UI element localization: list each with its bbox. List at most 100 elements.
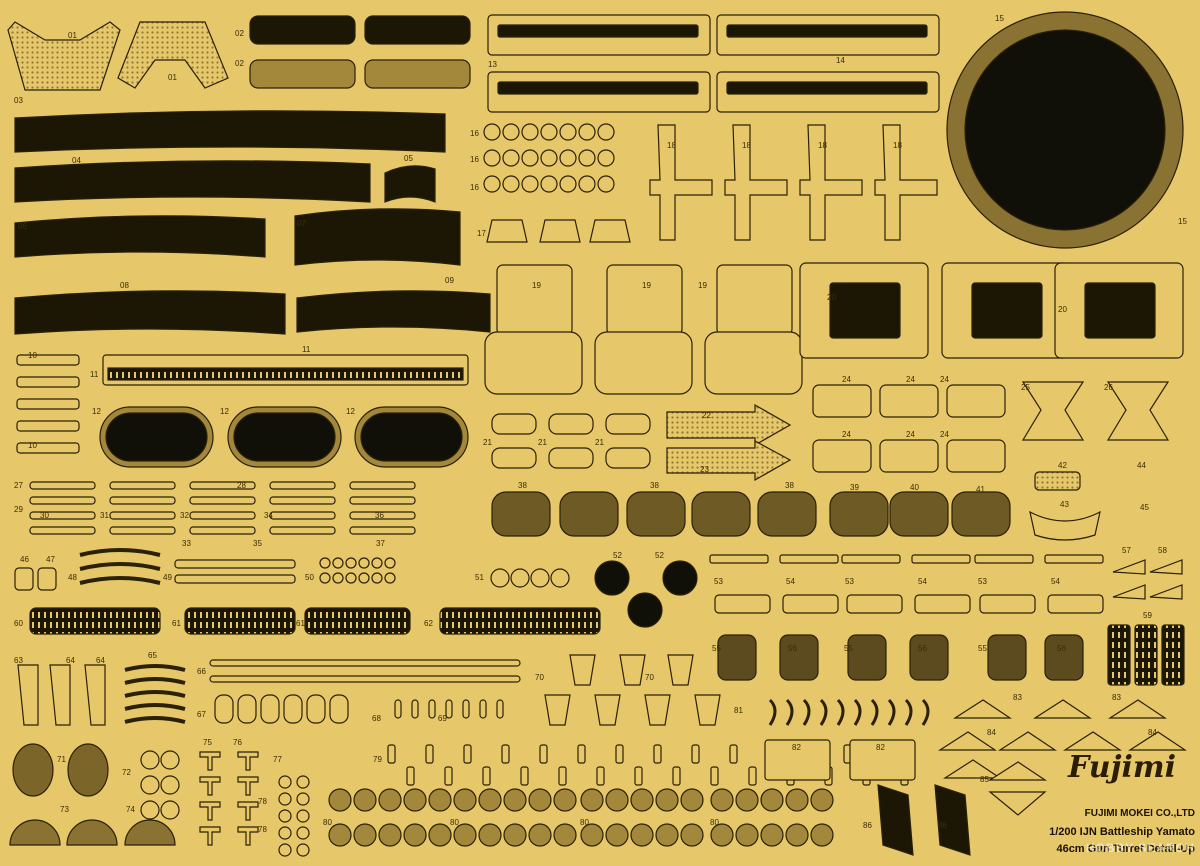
hook-part: [768, 698, 777, 726]
link-part: [16, 420, 80, 432]
wheel-part: [597, 123, 615, 141]
wheel-part: [559, 123, 577, 141]
road-wheel-part: [553, 788, 577, 812]
product-title: 1/200 IJN Battleship Yamato: [1049, 826, 1195, 838]
clip-part: [558, 766, 567, 786]
gun-mount-base-part: [714, 594, 771, 614]
part-number-53: 53: [978, 577, 987, 586]
road-wheel-part: [760, 788, 784, 812]
mg-part: [779, 634, 819, 681]
part-number-84: 84: [987, 728, 996, 737]
clip-part: [729, 744, 738, 764]
part-number-82: 82: [876, 743, 885, 752]
ladder-part: [304, 607, 411, 635]
part-number-54: 54: [1051, 577, 1060, 586]
part-number-24: 24: [906, 375, 915, 384]
part-number-24: 24: [842, 430, 851, 439]
hatch-part: [306, 694, 326, 724]
clip-part: [548, 413, 594, 435]
long-rail-part: [209, 659, 521, 667]
rail-part: [109, 496, 176, 505]
part-number-28: 28: [237, 481, 246, 490]
drum-part: [626, 491, 686, 537]
clip-part: [444, 766, 453, 786]
road-wheel-part: [453, 788, 477, 812]
dome-part: [124, 819, 176, 846]
road-wheel-part: [630, 823, 654, 847]
part-number-47: 47: [46, 555, 55, 564]
rail-part: [189, 526, 256, 535]
wheel-part: [540, 123, 558, 141]
part-number-37: 37: [376, 539, 385, 548]
ring-part: [964, 29, 1166, 231]
cross-part: [1106, 381, 1170, 441]
wheel-part: [559, 175, 577, 193]
disk-part: [550, 568, 570, 588]
road-wheel-part: [553, 823, 577, 847]
clip-part: [691, 744, 700, 764]
part-number-72: 72: [122, 768, 131, 777]
skirt-part: [294, 208, 461, 266]
part-number-52: 52: [655, 551, 664, 560]
washer-part: [278, 809, 292, 823]
crane-part: [649, 124, 713, 241]
brand-logo: Fujimi: [1068, 750, 1176, 785]
part-number-18: 18: [818, 141, 827, 150]
disk-part: [140, 800, 160, 820]
arc-part: [79, 576, 161, 585]
curved-rail-part: [124, 677, 186, 685]
part-number-19: 19: [642, 281, 651, 290]
clip-part: [491, 447, 537, 469]
part-number-11: 11: [90, 370, 99, 379]
plate-oval-part: [12, 743, 54, 797]
clip-part: [548, 447, 594, 469]
rail-part: [349, 496, 416, 505]
tri-plate-part: [1032, 699, 1092, 719]
slat-panel-part: [934, 784, 971, 856]
parts-group: [7, 11, 1187, 857]
vent-part: [644, 694, 671, 726]
part-number-27: 27: [14, 481, 23, 490]
truss-window-part: [829, 282, 901, 339]
rail-part: [349, 481, 416, 490]
ladder-part: [184, 607, 296, 635]
crane-part: [874, 124, 938, 241]
part-number-77: 77: [273, 755, 282, 764]
arc-part: [79, 548, 161, 557]
clip-part: [425, 744, 434, 764]
seat-part: [812, 384, 872, 418]
tee-part: [237, 826, 259, 846]
dome-part: [9, 819, 61, 846]
ring-small-part: [319, 572, 331, 584]
clip-part: [605, 413, 651, 435]
ring-small-part: [371, 557, 383, 569]
pin-part: [394, 699, 402, 719]
gun-mount-base-part: [979, 594, 1036, 614]
turret-base-part: [594, 331, 693, 395]
part-number-80: 80: [323, 818, 332, 827]
hatch-part: [214, 694, 234, 724]
oval-part: [360, 412, 463, 462]
part-number-21: 21: [483, 438, 492, 447]
part-number-11: 11: [302, 345, 311, 354]
wheel-part: [502, 175, 520, 193]
wedge-part: [1112, 559, 1146, 575]
rail-part: [349, 526, 416, 535]
tee-part: [237, 751, 259, 771]
road-wheel-part: [785, 823, 809, 847]
road-wheel-part: [378, 823, 402, 847]
road-wheel-part: [655, 788, 679, 812]
gun-mount-part: [974, 554, 1034, 564]
disk-part: [140, 750, 160, 770]
part-number-12: 12: [92, 407, 101, 416]
clip-part: [387, 744, 396, 764]
gun-mount-base-part: [782, 594, 839, 614]
tri-plate-part: [997, 731, 1057, 751]
part-number-61: 61: [172, 619, 181, 628]
washer-part: [296, 843, 310, 857]
part-number-80: 80: [450, 818, 459, 827]
gun-mount-part: [709, 554, 769, 564]
vent-part: [594, 694, 621, 726]
seat-part: [879, 384, 939, 418]
